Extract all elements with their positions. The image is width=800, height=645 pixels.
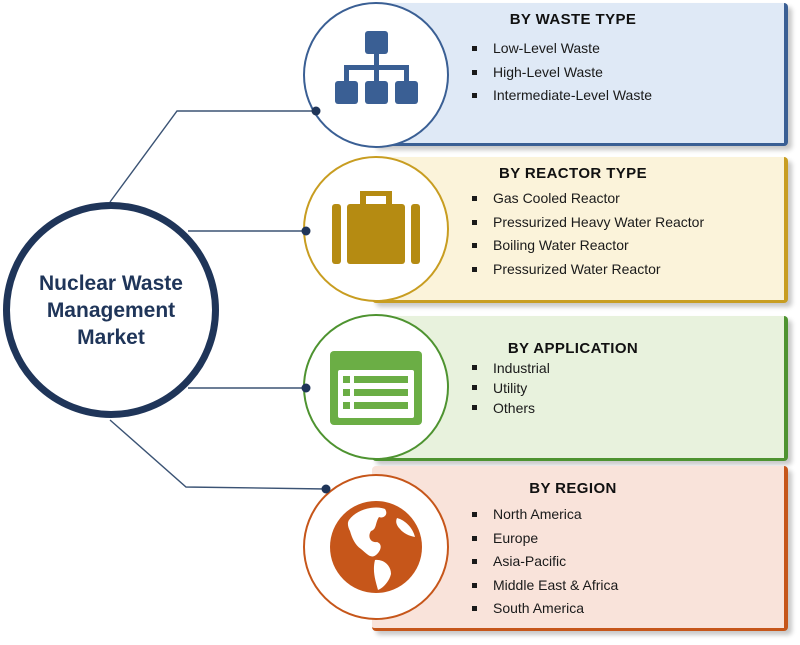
- hub-title-line-3: Market: [77, 325, 145, 349]
- application-list: Industrial Utility Others: [468, 358, 550, 418]
- item-label: Low-Level Waste: [493, 40, 600, 56]
- item-label: Middle East & Africa: [493, 576, 619, 593]
- bullet-icon: [472, 196, 477, 201]
- connector-dot: [301, 383, 311, 393]
- list-window-icon: [330, 351, 422, 425]
- list-item: Pressurized Heavy Water Reactor: [468, 211, 704, 235]
- item-label: Asia-Pacific: [493, 553, 567, 569]
- bullet-icon: [472, 535, 477, 541]
- connector-dot: [311, 106, 321, 116]
- panel-title-application: BY APPLICATION: [507, 340, 639, 357]
- connector-dot: [321, 484, 331, 494]
- item-label: North America: [493, 506, 582, 522]
- hub-title-line-2: Management: [46, 298, 176, 322]
- item-label: Pressurized Heavy Water Reactor: [493, 213, 705, 230]
- bullet-icon: [472, 266, 477, 272]
- hierarchy-icon: [335, 31, 418, 104]
- item-label: Boiling Water Reactor: [493, 237, 629, 253]
- globe-icon: [330, 501, 422, 593]
- item-label: Gas Cooled Reactor: [493, 190, 620, 206]
- item-label: Utility: [493, 380, 528, 396]
- item-label: Industrial: [493, 360, 550, 376]
- bullet-icon: [472, 46, 477, 51]
- list-item: Pressurized Water Reactor: [468, 258, 704, 282]
- item-label: Intermediate-Level Waste: [493, 87, 652, 103]
- list-item: Gas Cooled Reactor: [468, 187, 704, 211]
- list-item: South America: [468, 597, 618, 621]
- list-item: Middle East & Africa: [468, 574, 618, 598]
- bullet-icon: [472, 512, 477, 517]
- bullet-icon: [472, 243, 477, 248]
- connector-waste-type: [109, 110, 316, 203]
- panel-title-region: BY REGION: [529, 480, 617, 497]
- waste-type-icon-circle: [303, 2, 449, 148]
- list-item: Boiling Water Reactor: [468, 234, 704, 258]
- reactor-type-list: Gas Cooled Reactor Pressurized Heavy Wat…: [468, 187, 704, 281]
- bullet-icon: [472, 93, 477, 98]
- list-item: Utility: [468, 378, 550, 398]
- panel-title-waste-type: BY WASTE TYPE: [509, 11, 637, 28]
- bullet-icon: [472, 385, 477, 390]
- item-label: Pressurized Water Reactor: [493, 260, 661, 277]
- application-icon-circle: [303, 314, 449, 460]
- item-label: Europe: [493, 529, 539, 546]
- bullet-icon: [472, 69, 477, 75]
- list-item: Industrial: [468, 358, 550, 378]
- panel-title-reactor-type: BY REACTOR TYPE: [499, 165, 647, 182]
- connector-region: [109, 419, 327, 490]
- list-item: High-Level Waste: [468, 61, 652, 85]
- bullet-icon: [472, 219, 477, 225]
- item-label: South America: [493, 600, 585, 616]
- bullet-icon: [472, 559, 477, 564]
- reactor-type-icon-circle: [303, 156, 449, 302]
- list-item: Low-Level Waste: [468, 37, 652, 61]
- list-item: Others: [468, 398, 550, 418]
- hub-title-line-1: Nuclear Waste: [39, 271, 183, 295]
- list-item: Asia-Pacific: [468, 550, 618, 574]
- item-label: Others: [493, 400, 536, 416]
- connector-dot: [301, 226, 311, 236]
- waste-type-list: Low-Level Waste High-Level Waste Interme…: [468, 37, 652, 108]
- item-label: High-Level Waste: [493, 63, 603, 80]
- region-icon-circle: [303, 474, 449, 620]
- list-item: North America: [468, 503, 618, 527]
- list-item: Europe: [468, 527, 618, 551]
- bullet-icon: [472, 365, 477, 370]
- market-hub-circle: Nuclear Waste Management Market: [3, 202, 219, 418]
- region-list: North America Europe Asia-Pacific Middle…: [468, 503, 618, 621]
- list-item: Intermediate-Level Waste: [468, 84, 652, 108]
- briefcase-icon: [332, 191, 420, 264]
- bullet-icon: [472, 606, 477, 611]
- bullet-icon: [472, 582, 477, 588]
- bullet-icon: [472, 405, 477, 410]
